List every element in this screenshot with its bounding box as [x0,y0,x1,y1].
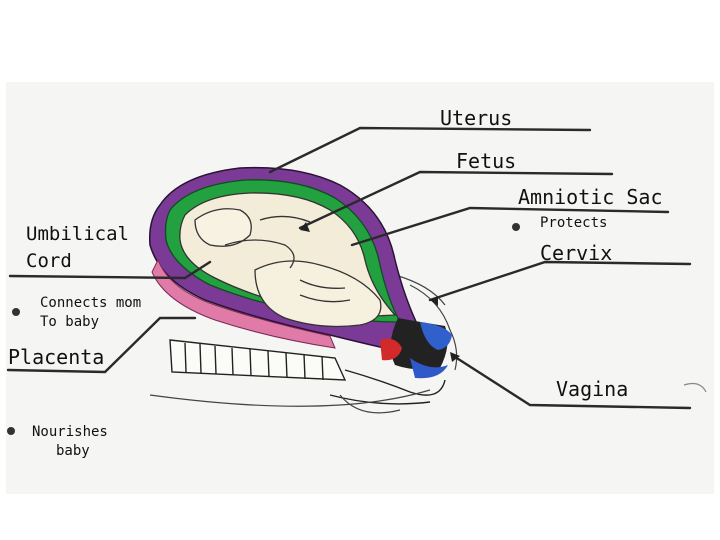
note-nourishes-line2: baby [56,443,90,459]
label-cervix: Cervix [540,242,612,265]
note-protects: Protects [540,215,607,231]
note-connects-line2: To baby [40,314,99,330]
label-umbilical-line1: Umbilical [26,224,129,246]
nourishes-bullet [7,427,15,435]
label-umbilical-line2: Cord [26,251,72,273]
note-connects-line1: Connects mom [40,295,141,311]
label-amniotic-sac: Amniotic Sac [518,186,663,209]
label-fetus: Fetus [456,150,516,173]
protects-bullet [512,223,520,231]
note-nourishes-line1: Nourishes [32,424,108,440]
label-placenta: Placenta [8,346,104,369]
connects-bullet [12,308,20,316]
label-vagina: Vagina [556,378,628,401]
label-uterus: Uterus [440,107,512,130]
